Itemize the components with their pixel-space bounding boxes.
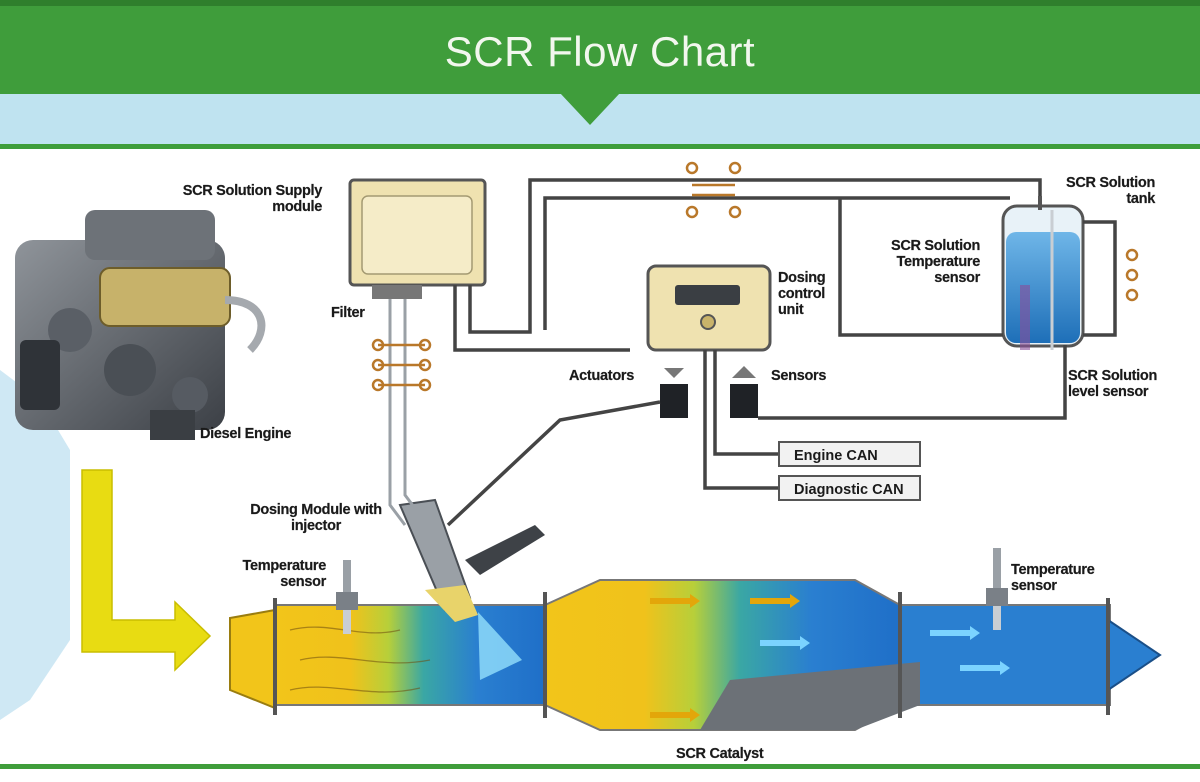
label-temperature-sensor-right: Temperature sensor (1011, 562, 1095, 594)
label-temperature-sensor-tank: SCR Solution Temperature sensor (890, 238, 981, 286)
filter-lines (388, 299, 422, 526)
temperature-sensor-right (986, 548, 1008, 630)
label-level-sensor: SCR Solution level sensor (1068, 368, 1158, 400)
label-scr-catalyst: SCR Catalyst (676, 746, 764, 762)
actuators-connector (660, 384, 688, 418)
diagnostic-can-tag: Diagnostic CAN (778, 475, 921, 501)
pipe-coils (685, 161, 1139, 302)
label-dosing-module: Dosing Module with injector (250, 502, 382, 534)
label-sensors: Sensors (771, 368, 827, 384)
background-wedge (0, 370, 70, 720)
temperature-sensor-left (336, 560, 358, 634)
exhaust-system (229, 579, 1162, 731)
label-solution-tank: SCR Solution tank (1065, 175, 1156, 207)
actuators-triangle (664, 368, 684, 378)
label-supply-module: SCR Solution Supply module (182, 183, 323, 215)
connection-lines (446, 178, 1117, 527)
diagram-frame (0, 144, 1200, 769)
diesel-engine (15, 210, 266, 440)
sensors-triangle (732, 366, 756, 378)
page-title: SCR Flow Chart (444, 28, 756, 75)
label-temperature-sensor-left: Temperature sensor (242, 558, 326, 590)
sensors-connector (730, 384, 758, 418)
exhaust-flow-arrow (81, 469, 212, 672)
engine-can-tag: Engine CAN (778, 441, 921, 467)
banner-pointer (560, 93, 620, 125)
title-banner: SCR Flow Chart (0, 0, 1200, 94)
label-filter: Filter (331, 305, 365, 321)
dosing-module-injector (398, 498, 545, 622)
dosing-control-unit (646, 264, 772, 352)
supply-module (348, 178, 487, 299)
label-diesel-engine: Diesel Engine (200, 426, 292, 442)
label-actuators: Actuators (569, 368, 634, 384)
solution-tank (1001, 196, 1085, 350)
filter-coils (371, 338, 432, 392)
label-dosing-control-unit: Dosing control unit (778, 270, 826, 318)
